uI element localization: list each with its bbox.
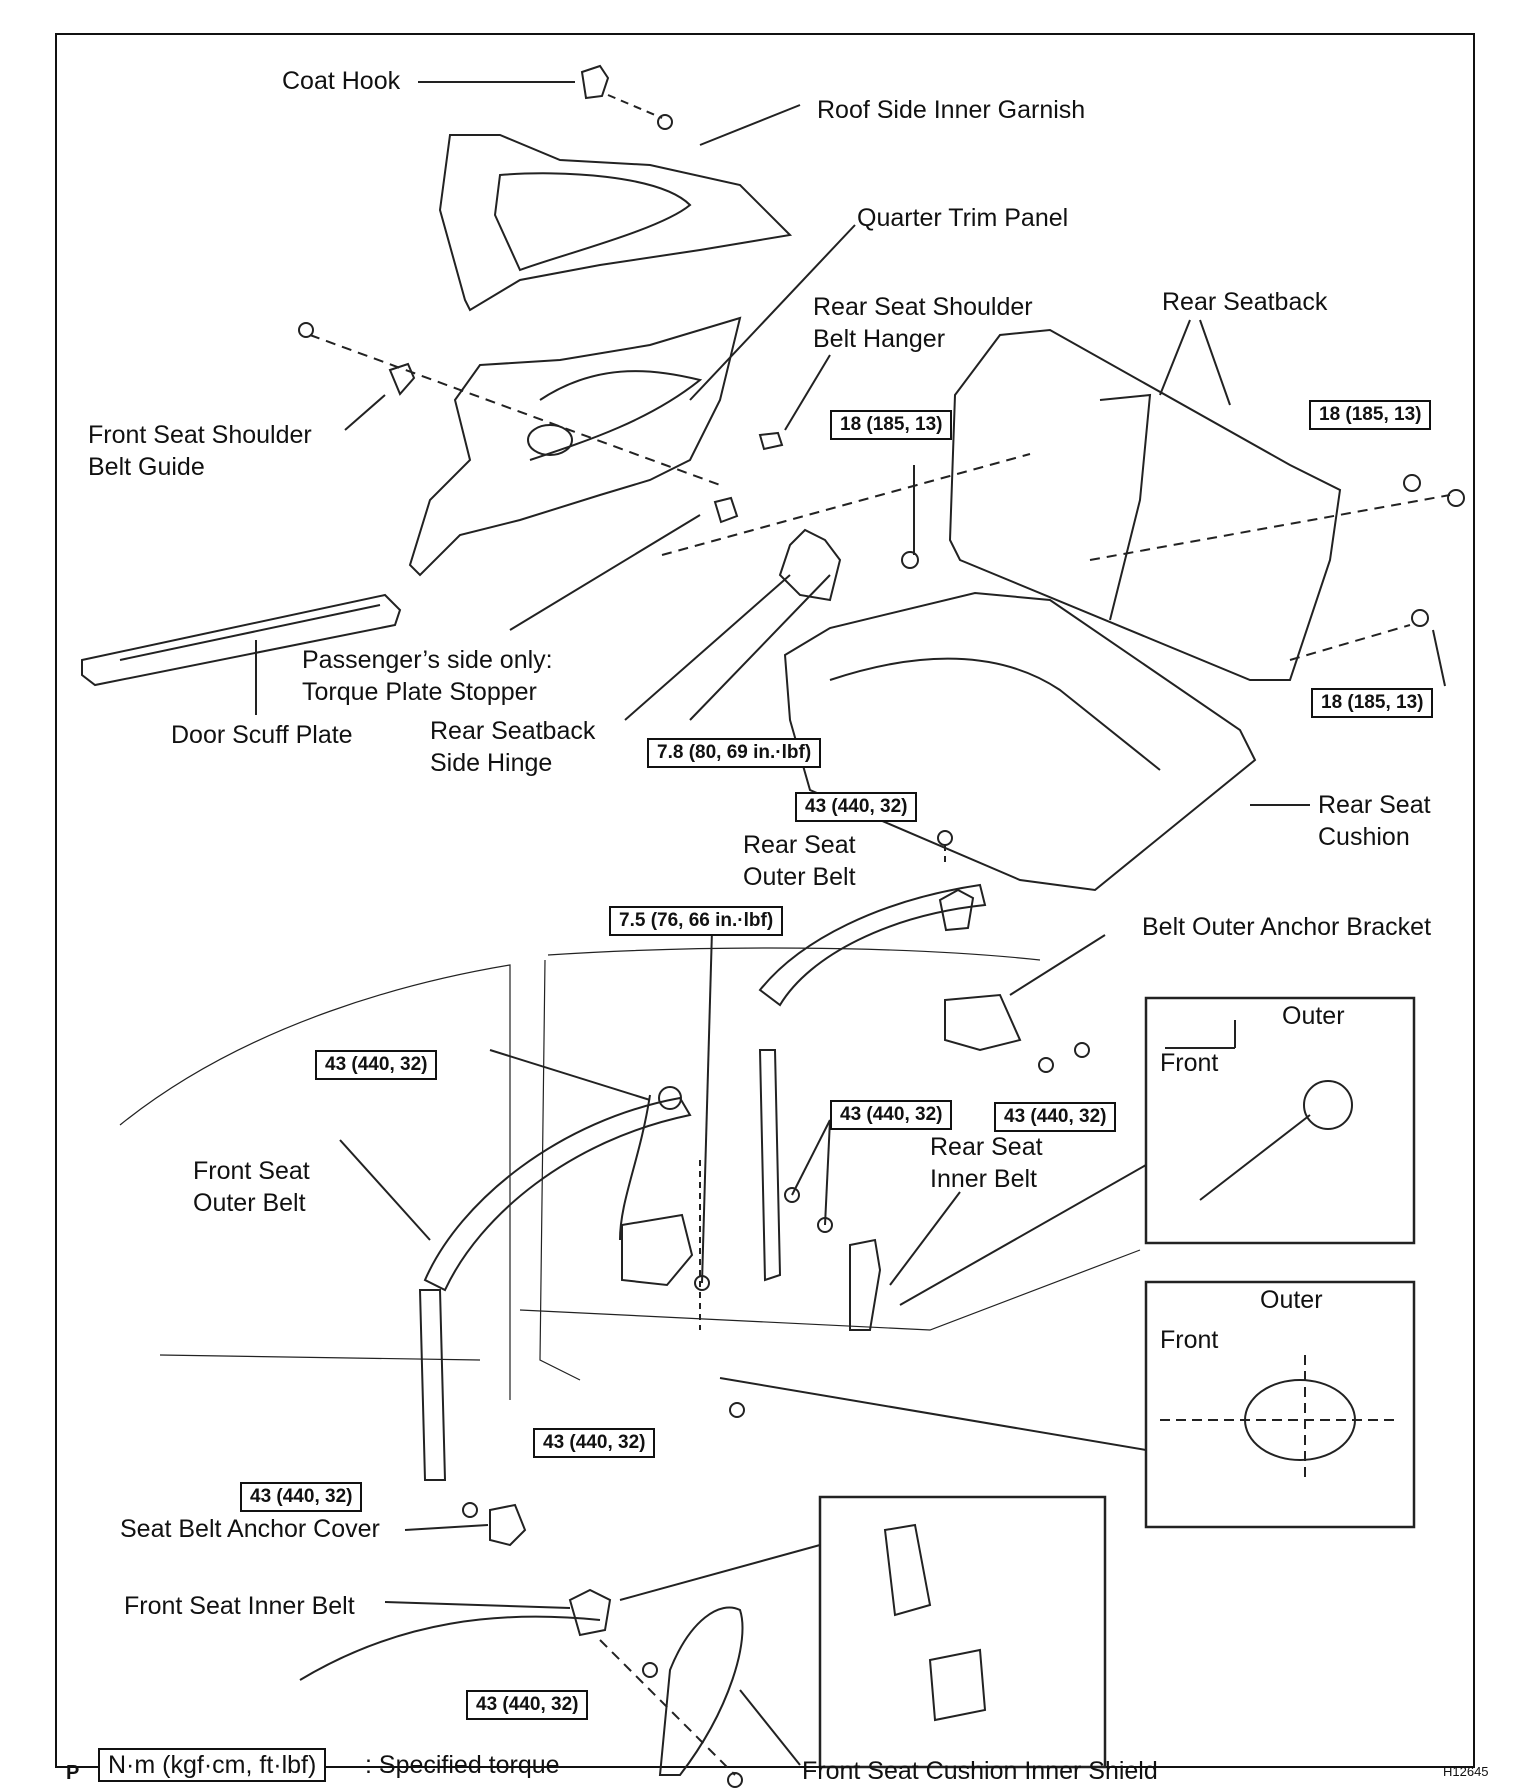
label-rear-seat-shoulder-belt-hanger-1: Rear Seat Shoulder: [813, 293, 1033, 321]
label-rear-seat-cushion-1: Rear Seat: [1318, 791, 1431, 819]
label-quarter-trim-panel: Quarter Trim Panel: [857, 204, 1069, 232]
legend-marker: P: [66, 1762, 80, 1784]
diagram-frame: [55, 33, 1475, 1768]
label-rear-seat-cushion-2: Cushion: [1318, 823, 1410, 851]
inset-outer-anchor-detail: [1144, 996, 1416, 1245]
inset-inner-anchor-detail: [1144, 1280, 1416, 1529]
rear-seat-shoulder-belt-hanger-part: [758, 431, 784, 451]
torque-spec-rear-inner-belt: 43 (440, 32): [830, 1100, 953, 1130]
front-seat-cushion-inner-shield-part: [658, 1606, 744, 1776]
front-seat-outer-belt-retractor: [621, 1213, 694, 1287]
front-seat-inner-belt-part: [568, 1588, 612, 1637]
inset-inner-belt-detail: [818, 1495, 1107, 1769]
label-seat-belt-anchor-cover: Seat Belt Anchor Cover: [120, 1515, 380, 1543]
rear-seatback-part: [948, 328, 1342, 681]
label-rear-seatback-side-hinge-1: Rear Seatback: [430, 717, 596, 745]
label-front-seat-inner-belt: Front Seat Inner Belt: [124, 1592, 355, 1620]
label-front-seat-cushion-inner-shield: Front Seat Cushion Inner Shield: [802, 1757, 1158, 1785]
coat-hook-screw: [657, 114, 673, 130]
roof-side-inner-garnish-part: [438, 134, 793, 312]
label-rear-seat-shoulder-belt-hanger-2: Belt Hanger: [813, 325, 946, 353]
label-rear-seat-inner-belt-2: Inner Belt: [930, 1165, 1038, 1193]
label-rear-seat-outer-belt-1: Rear Seat: [743, 831, 856, 859]
label-front-seat-shoulder-belt-guide-1: Front Seat Shoulder: [88, 421, 312, 449]
torque-spec-side-hinge: 7.8 (80, 69 in.·lbf): [647, 738, 822, 768]
torque-spec-floor-bolt: 43 (440, 32): [533, 1428, 656, 1458]
torque-spec-front-inner-belt: 43 (440, 32): [466, 1690, 589, 1720]
label-rear-seatback-side-hinge-2: Side Hinge: [430, 749, 553, 777]
label-passenger-side-only-1: Passenger’s side only:: [302, 646, 553, 674]
door-scuff-plate-part: [81, 593, 402, 687]
torque-spec-anchor-bracket: 43 (440, 32): [994, 1102, 1117, 1132]
figure-code: H12645: [1443, 1764, 1489, 1779]
label-belt-outer-anchor-bracket: Belt Outer Anchor Bracket: [1142, 913, 1432, 941]
label-front-seat-shoulder-belt-guide-2: Belt Guide: [88, 453, 205, 481]
seat-belt-anchor-cover-part: [489, 1503, 527, 1547]
torque-plate-stopper-part: [713, 496, 739, 524]
torque-spec-seatback-right-bolts: 18 (185, 13): [1309, 400, 1432, 430]
legend-unit-box: N·m (kgf·cm, ft·lbf): [98, 1748, 327, 1782]
rear-seatback-side-hinge-part: [778, 528, 842, 602]
torque-spec-retractor-bolt: 7.5 (76, 66 in.·lbf): [609, 906, 784, 936]
label-coat-hook: Coat Hook: [282, 67, 401, 95]
torque-spec-seatback-hinge-bolt: 18 (185, 13): [830, 410, 953, 440]
front-seat-shoulder-belt-guide-part: [388, 362, 416, 396]
belt-outer-anchor-bracket-part: [944, 993, 1022, 1052]
label-front-seat-outer-belt-1: Front Seat: [193, 1157, 310, 1185]
torque-spec-front-outer-belt-top: 43 (440, 32): [315, 1050, 438, 1080]
inset2-outer-label: Outer: [1260, 1286, 1323, 1314]
torque-spec-anchor-cover-bolt: 43 (440, 32): [240, 1482, 363, 1512]
torque-spec-seatback-lower-bolt: 18 (185, 13): [1311, 688, 1434, 718]
label-rear-seat-inner-belt-1: Rear Seat: [930, 1133, 1043, 1161]
inset1-outer-label: Outer: [1282, 1002, 1345, 1030]
coat-hook-part: [580, 64, 610, 100]
legend-description: : Specified torque: [365, 1751, 560, 1779]
torque-spec-outer-belt-top: 43 (440, 32): [795, 792, 918, 822]
label-door-scuff-plate: Door Scuff Plate: [171, 721, 353, 749]
label-roof-side-inner-garnish: Roof Side Inner Garnish: [817, 96, 1086, 124]
rear-seat-inner-belt-part: [849, 1238, 882, 1331]
label-front-seat-outer-belt-2: Outer Belt: [193, 1189, 306, 1217]
label-rear-seatback: Rear Seatback: [1162, 288, 1328, 316]
label-rear-seat-outer-belt-2: Outer Belt: [743, 863, 856, 891]
inset2-front-label: Front: [1160, 1326, 1219, 1354]
label-passenger-side-only-2: Torque Plate Stopper: [302, 678, 537, 706]
quarter-trim-panel-part: [408, 316, 742, 577]
rear-seat-outer-belt-part: [758, 883, 987, 1007]
inset1-front-label: Front: [1160, 1049, 1219, 1077]
front-seat-outer-belt-part: [423, 1096, 692, 1292]
